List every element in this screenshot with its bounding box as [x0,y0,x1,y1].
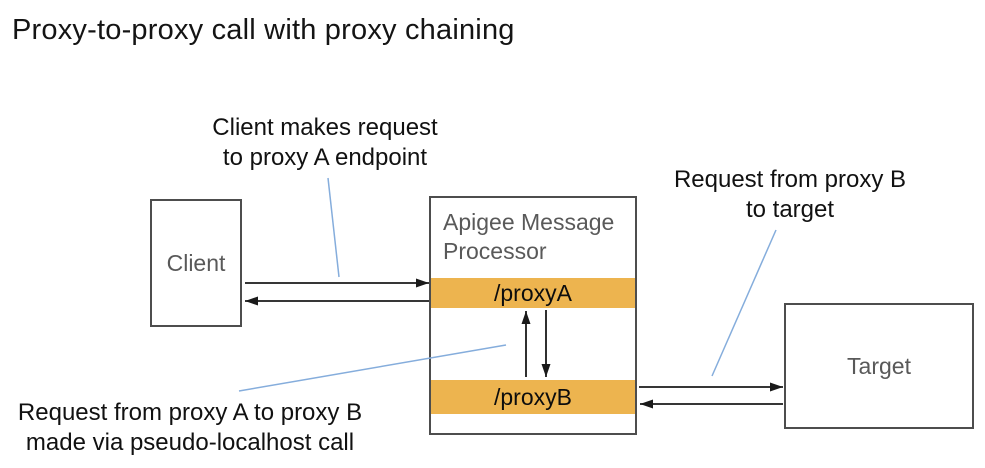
annotation-proxya-to-proxyb-line2: made via pseudo-localhost call [25,429,355,456]
diagram-title: Proxy-to-proxy call with proxy chaining [12,14,515,46]
client-box: Client [150,199,242,327]
annotation-proxya-to-proxyb-line1: Request from proxy A to proxy B [17,399,363,426]
proxy-a-bar: /proxyA [431,278,635,308]
proxy-b-bar: /proxyB [431,380,635,414]
annotation-proxyb-to-target: Request from proxy B to target [640,165,940,225]
annotation-client-request-line1: Client makes request [212,114,438,141]
message-processor-box: Apigee Message Processor /proxyA /proxyB [429,196,637,435]
annotation-proxyb-to-target-line1: Request from proxy B [673,166,907,193]
message-processor-label: Apigee Message Processor [443,209,615,264]
annotation-client-request: Client makes request to proxy A endpoint [180,113,470,173]
annotation-proxya-to-proxyb: Request from proxy A to proxy B made via… [0,398,380,458]
proxy-a-label: /proxyA [494,279,572,306]
leader-line-client-request [327,177,340,278]
client-label: Client [166,249,226,276]
target-label: Target [847,352,911,379]
annotation-proxyb-to-target-line2: to target [745,196,835,223]
proxy-b-label: /proxyB [494,383,572,410]
leader-line-proxyb-target [711,229,777,377]
target-box: Target [784,303,974,429]
annotation-client-request-line2: to proxy A endpoint [222,144,428,171]
